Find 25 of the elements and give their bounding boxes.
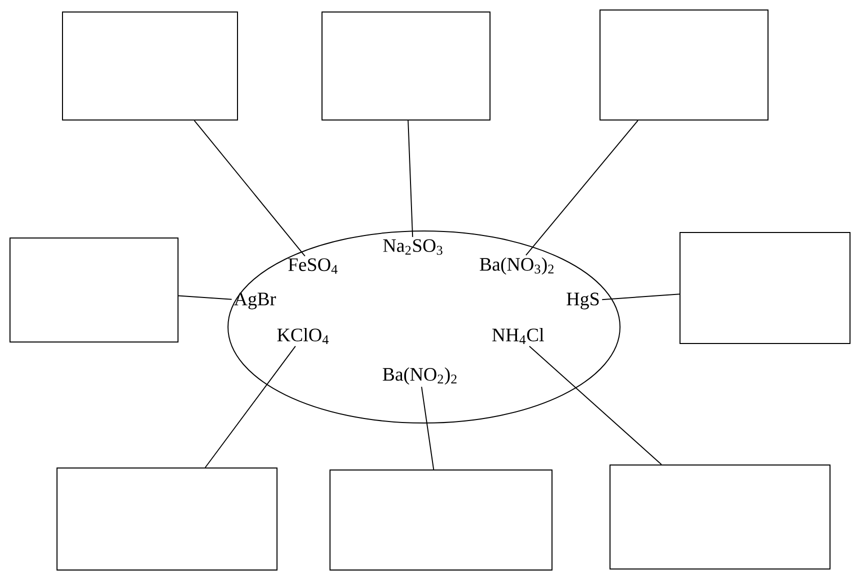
formula-text: HgS [566,292,599,310]
answer-box [62,12,238,120]
answer-box [680,232,850,344]
formula-text: Ba(NO$_{3}$)$_{2}$ [480,257,554,275]
answer-box [610,464,830,570]
ellipse [228,230,620,424]
formula-text: FeSO$_{4}$ [288,258,338,274]
connector-line [408,120,414,238]
answer-box [330,470,552,570]
answer-box [600,10,768,120]
formula-text: Na$_{2}$SO$_{3}$ [383,239,442,255]
connector-line [178,295,232,300]
answer-box [10,238,178,342]
formula-text: Ba(NO$_{2}$)$_{2}$ [382,367,457,385]
formula-text: KClO$_{4}$ [277,328,329,344]
connector-line [528,346,662,465]
connector-line [194,120,306,257]
connector-line [525,120,638,256]
answer-box [56,468,278,570]
answer-box [322,12,490,120]
formula-text: AgBr [234,292,276,310]
connector-line [602,294,680,300]
formula-text: NH$_{4}$Cl [492,328,544,344]
connector-line [204,346,296,468]
connector-line [421,386,434,470]
